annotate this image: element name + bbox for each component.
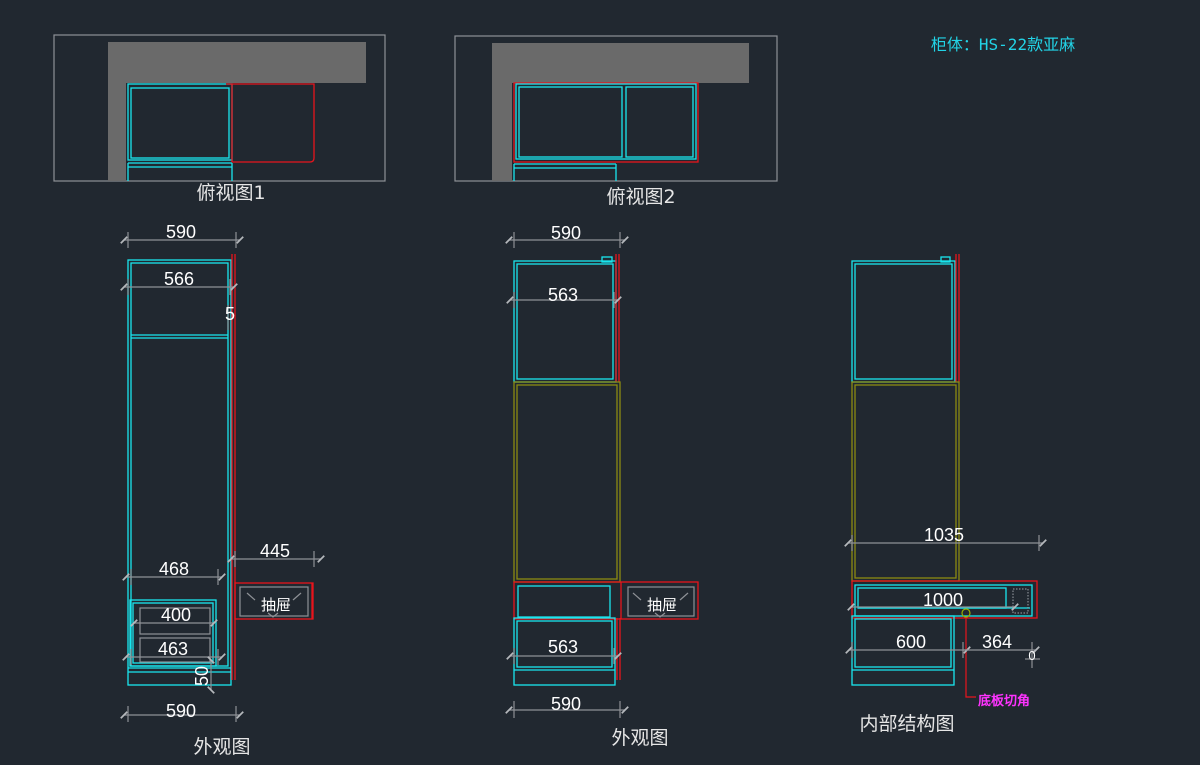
dim-base-height: 50 [192, 666, 212, 686]
wall-corner [492, 43, 749, 181]
top-view-2 [454, 35, 778, 182]
wall-corner [108, 42, 366, 181]
dim-bottom-width: 590 [166, 701, 196, 721]
drawer-box-red [234, 582, 314, 620]
drawer-outline-red [226, 83, 315, 163]
dim-drawer-depth: 445 [260, 541, 290, 561]
caption-top-view-1: 俯视图1 [196, 182, 265, 204]
lower-drawer-unit [129, 599, 217, 667]
caption-top-view-2: 俯视图2 [606, 186, 675, 208]
cabinet-model-label: 柜体：HS-22款亚麻 [931, 35, 1075, 54]
caption-elevation-1: 外观图 [193, 736, 250, 758]
callout-leader [965, 618, 976, 698]
dim-drawer-width: 463 [158, 639, 188, 659]
internal-structure-dimensions [844, 535, 1047, 668]
drawer-base-red [851, 580, 1038, 619]
caption-internal-structure: 内部结构图 [859, 713, 954, 735]
top-view-1-frame [53, 34, 386, 182]
elevation-1-drawing [127, 254, 314, 686]
dim-side-width: 364 [982, 632, 1012, 652]
drawer-label: 抽屉 [261, 596, 291, 614]
dim-top-width: 590 [551, 223, 581, 243]
dim-drawer-inner: 400 [161, 605, 191, 625]
dim-small: 0 [1028, 648, 1035, 663]
elevation-2-dimensions [505, 232, 629, 718]
open-section [851, 381, 960, 582]
dim-bottom-width: 590 [551, 694, 581, 714]
dim-shelf-width: 1035 [924, 525, 964, 545]
dim-side-gap: 5 [225, 304, 235, 324]
open-section [513, 381, 621, 583]
hatched-corner [1012, 588, 1029, 614]
cabinet-body [127, 259, 232, 686]
dim-lower-width: 600 [896, 632, 926, 652]
cabinet-top [515, 83, 697, 160]
internal-structure-drawing [851, 254, 1038, 698]
drawer-label: 抽屉 [647, 596, 677, 614]
dim-top-width: 590 [166, 222, 196, 242]
upper-cabinet [513, 260, 617, 383]
caption-elevation-2: 外观图 [611, 727, 668, 749]
bottom-board-chamfer-note: 底板切角 [978, 693, 1030, 709]
cabinet-top [127, 83, 233, 161]
dim-inner-width: 566 [164, 269, 194, 289]
upper-cabinet [851, 260, 956, 383]
drawer-base-red [513, 581, 699, 620]
dim-drawer-width: 1000 [923, 590, 963, 610]
dim-lower-inner: 563 [548, 637, 578, 657]
cabinet-top-red [513, 82, 699, 163]
elevation-1-dimensions [120, 232, 325, 722]
dim-upper-inner: 563 [548, 285, 578, 305]
elevation-2-drawing [513, 254, 699, 686]
top-view-1 [53, 34, 386, 182]
dim-lower-width: 468 [159, 559, 189, 579]
